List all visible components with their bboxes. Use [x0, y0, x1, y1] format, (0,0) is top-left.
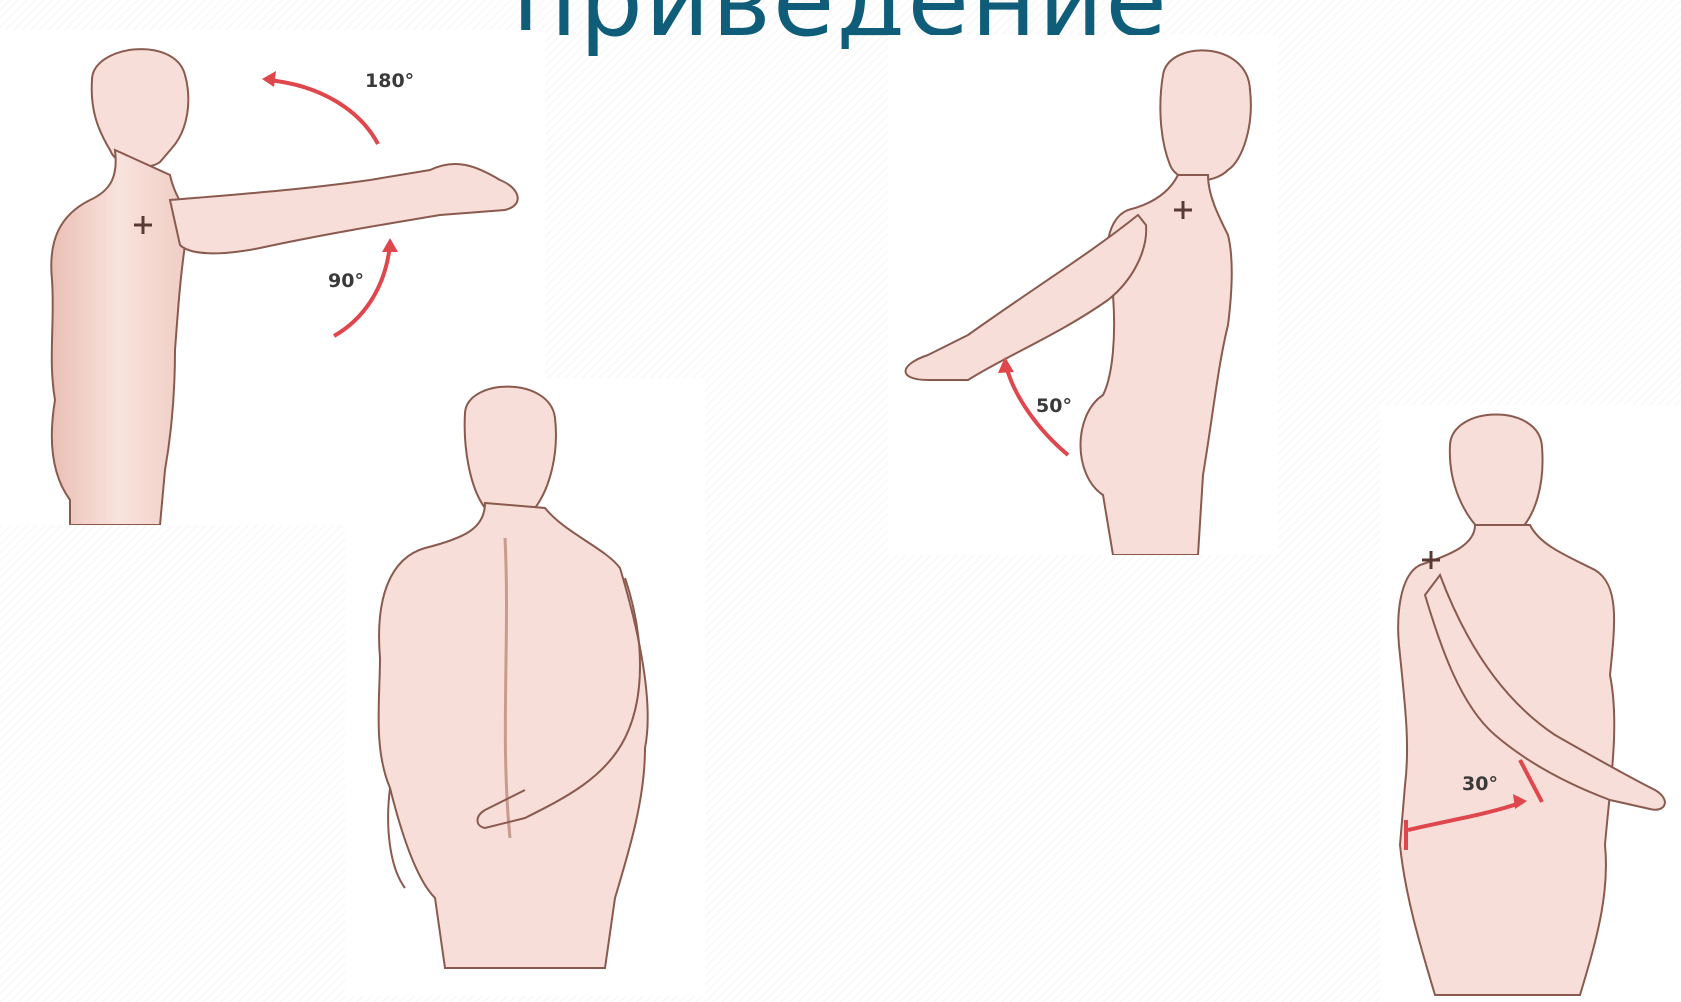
- angle-label-50: 50°: [1036, 395, 1072, 417]
- figure-back-hand-behind: [345, 378, 705, 996]
- figure-side-arm-backward-drawing: [888, 35, 1278, 555]
- figure-front-arm-across: 30°: [1380, 405, 1681, 1002]
- angle-label-180: 180°: [365, 70, 414, 92]
- angle-label-90: 90°: [328, 270, 364, 292]
- figure-back-hand-behind-drawing: [345, 378, 705, 996]
- figure-front-arm-across-drawing: [1380, 405, 1681, 1002]
- angle-label-30: 30°: [1462, 773, 1498, 795]
- figure-side-arm-backward: 50°: [888, 35, 1278, 555]
